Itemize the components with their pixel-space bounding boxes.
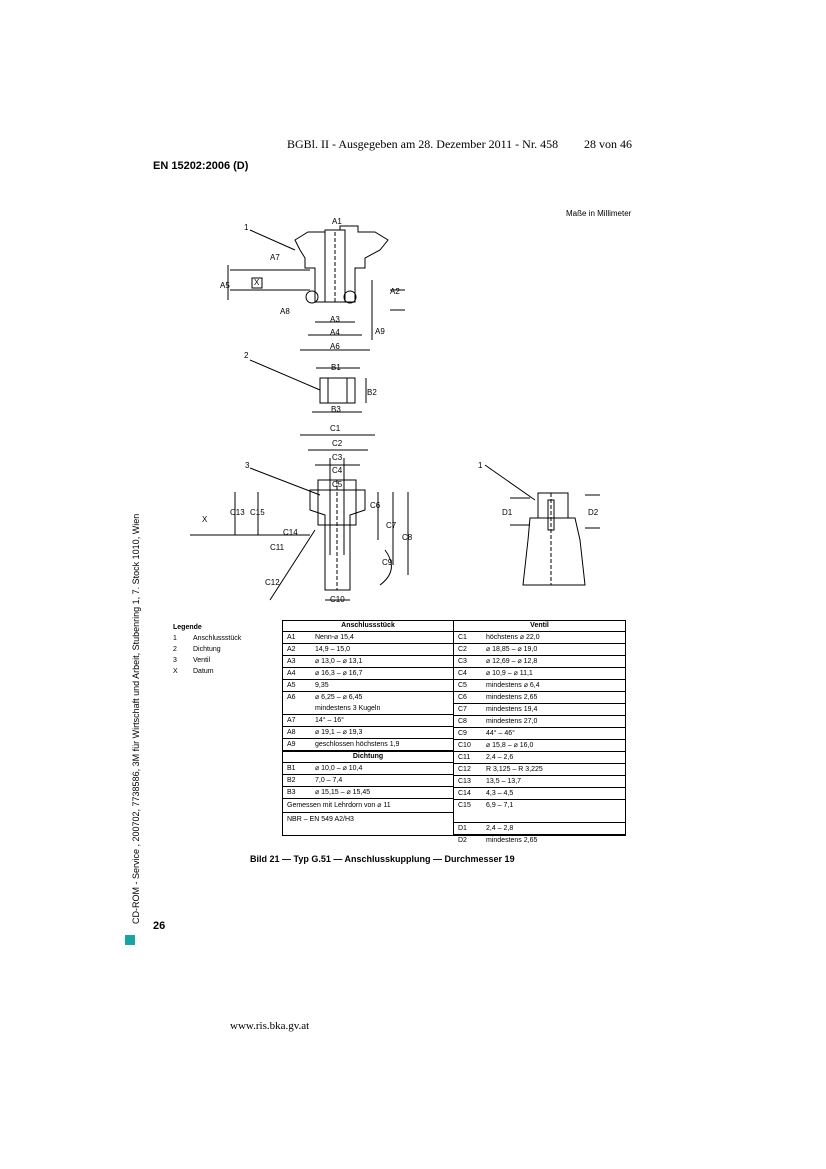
label-c11: C11	[270, 543, 285, 552]
valve-detail-drawing	[484, 464, 600, 586]
label-c10: C10	[330, 595, 345, 604]
callout-1b: 1	[478, 461, 483, 470]
label-c12: C12	[265, 578, 280, 587]
service-stamp-icon	[125, 935, 135, 945]
coupling-header: Anschlussstück	[283, 621, 453, 632]
label-c15: C15	[250, 508, 265, 517]
label-d2: D2	[588, 508, 599, 517]
document-title: EN 15202:2006 (D)	[153, 160, 249, 172]
datum-x-2: X	[202, 515, 208, 524]
units-note: Maße in Millimeter	[566, 209, 632, 218]
label-c5: C5	[332, 480, 343, 489]
table-row: A8⌀ 19,1 – ⌀ 19,3	[283, 727, 453, 739]
table-row: B3⌀ 15,15 – ⌀ 15,45	[283, 787, 453, 799]
page-counter: 28 von 46	[584, 137, 632, 151]
label-c6: C6	[370, 501, 381, 510]
page-number: 26	[153, 920, 166, 932]
figure-caption: Bild 21 — Typ G.51 — Anschlusskupplung —…	[250, 854, 515, 864]
label-c9: C9	[382, 558, 393, 567]
label-a5: A5	[220, 281, 230, 290]
label-c-top: C1	[330, 424, 341, 433]
side-service-text: CD-ROM - Service , 200702, 7738586, 3M f…	[131, 513, 141, 924]
label-c3: C3	[332, 453, 343, 462]
label-a1: A1	[332, 217, 342, 226]
label-b3: B3	[331, 405, 341, 414]
label-d1: D1	[502, 508, 513, 517]
callout-3: 3	[245, 461, 250, 470]
label-c14: C14	[283, 528, 298, 537]
label-b2: B2	[367, 388, 377, 397]
label-a2: A2	[390, 287, 400, 296]
label-a7: A7	[270, 253, 280, 262]
label-c4: C4	[332, 466, 343, 475]
label-b1: B1	[331, 363, 341, 372]
technical-drawing: A1 A2 A3 A4 A6 A5 A8 A7 A9 1 X B1 B2 B3 …	[190, 217, 600, 604]
label-a9: A9	[375, 327, 385, 336]
callout-2: 2	[244, 351, 249, 360]
datum-x: X	[254, 278, 260, 287]
table-row: A3⌀ 13,0 – ⌀ 13,1	[283, 656, 453, 668]
valve-header: Ventil	[454, 621, 625, 632]
seal-drawing	[249, 359, 367, 413]
label-a4: A4	[330, 328, 340, 337]
header-gazette-line: BGBl. II - Ausgegeben am 28. Dezember 20…	[287, 137, 559, 151]
seal-note: Gemessen mit Lehrdorn von ⌀ 11	[283, 799, 453, 813]
table-row: C2⌀ 18,85 – ⌀ 19,0	[454, 644, 625, 656]
label-c8: C8	[402, 533, 413, 542]
table-row: C3⌀ 12,69 – ⌀ 12,8	[454, 656, 625, 668]
table-row: B1⌀ 10,0 – ⌀ 10,4	[283, 763, 453, 775]
label-a8: A8	[280, 307, 290, 316]
table-row: C4⌀ 10,9 – ⌀ 11,1	[454, 668, 625, 680]
label-c2: C2	[332, 439, 343, 448]
label-a6: A6	[330, 342, 340, 351]
seal-header: Dichtung	[283, 751, 453, 763]
coupling-body-drawing	[227, 225, 405, 351]
valve-drawing	[190, 434, 409, 601]
table-row: A4⌀ 16,3 – ⌀ 16,7	[283, 668, 453, 680]
callout-1: 1	[244, 223, 249, 232]
label-c13: C13	[230, 508, 245, 517]
footer-url[interactable]: www.ris.bka.gv.at	[230, 1020, 310, 1032]
label-c7: C7	[386, 521, 397, 530]
seal-material: NBR – EN 549 A2/H3	[287, 816, 354, 823]
legend-title: Legende	[173, 624, 202, 631]
label-a3: A3	[330, 315, 340, 324]
table-row: C10⌀ 15,8 – ⌀ 16,0	[454, 740, 625, 752]
